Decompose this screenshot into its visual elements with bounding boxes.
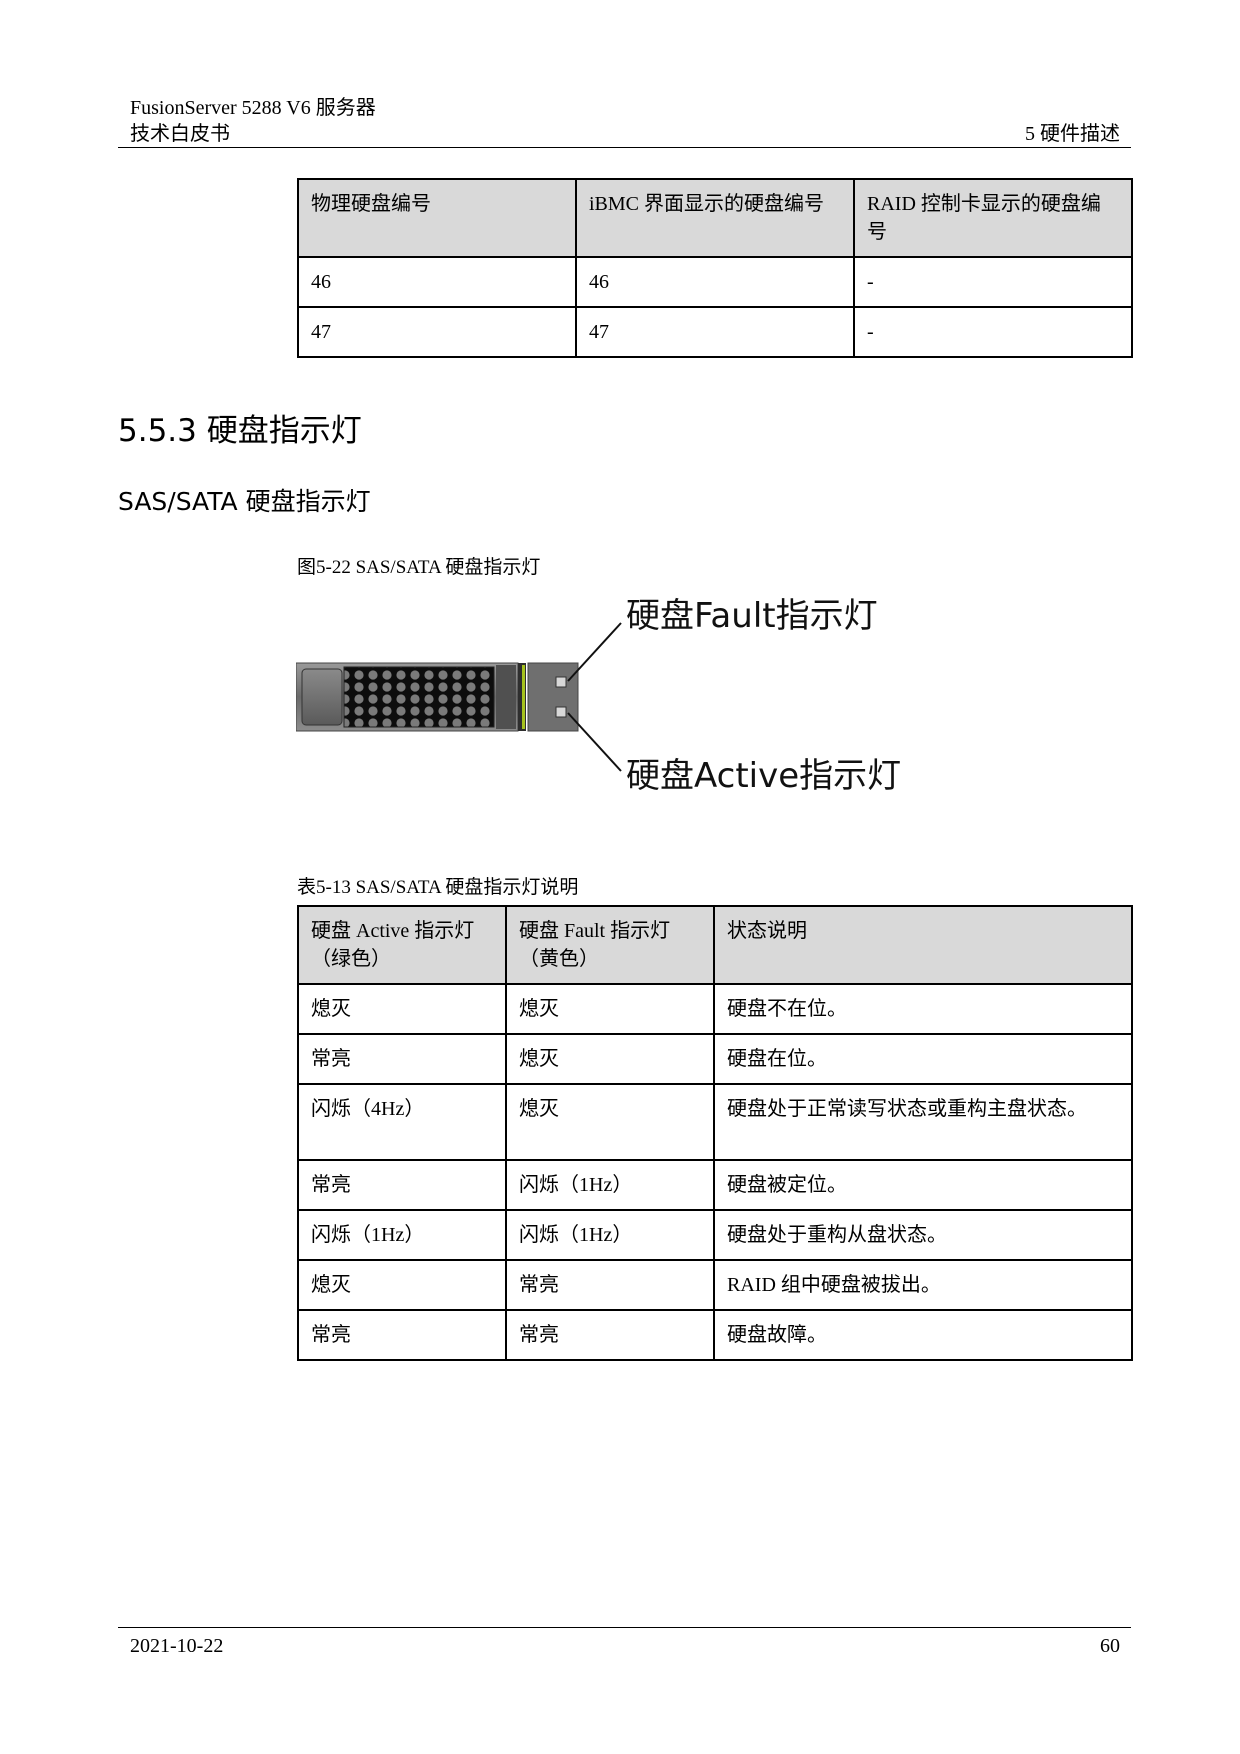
table-header-row: 硬盘 Active 指示灯（绿色） 硬盘 Fault 指示灯（黄色） 状态说明 <box>297 905 1133 985</box>
table-cell: 熄灭 <box>505 1033 715 1085</box>
table-cell: 47 <box>575 306 855 358</box>
table-header-row: 物理硬盘编号 iBMC 界面显示的硬盘编号 RAID 控制卡显示的硬盘编号 <box>297 178 1133 258</box>
fault-led <box>555 676 567 688</box>
led-panel <box>527 662 579 732</box>
fault-led-label: 硬盘Fault指示灯 <box>626 596 878 636</box>
table-cell: 硬盘不在位。 <box>713 983 1133 1035</box>
header-rule <box>118 147 1131 148</box>
table-header-cell: 物理硬盘编号 <box>297 178 577 258</box>
sas-sata-disk-figure <box>296 622 622 772</box>
table-cell: 熄灭 <box>505 983 715 1035</box>
table-cell: 46 <box>575 256 855 308</box>
header-product: FusionServer 5288 V6 服务器 <box>130 97 376 119</box>
section-title: 5.5.3 硬盘指示灯 <box>118 413 362 449</box>
led-status-table: 硬盘 Active 指示灯（绿色） 硬盘 Fault 指示灯（黄色） 状态说明 … <box>297 905 1133 1361</box>
disk-tray <box>296 662 526 732</box>
table-cell: 47 <box>297 306 577 358</box>
header-doc-type: 技术白皮书 <box>130 123 230 145</box>
footer-rule <box>118 1627 1131 1628</box>
table-caption: 表5-13 SAS/SATA 硬盘指示灯说明 <box>297 877 579 898</box>
active-led <box>555 706 567 718</box>
latch-indicator-strip <box>522 665 525 729</box>
figure-caption: 图5-22 SAS/SATA 硬盘指示灯 <box>297 557 541 578</box>
table-cell: 硬盘处于重构从盘状态。 <box>713 1209 1133 1261</box>
table-cell: 硬盘被定位。 <box>713 1159 1133 1211</box>
table-cell: RAID 组中硬盘被拔出。 <box>713 1259 1133 1311</box>
table-cell: 熄灭 <box>505 1083 715 1161</box>
page-number: 60 <box>1100 1635 1120 1657</box>
table-cell: 熄灭 <box>297 1259 507 1311</box>
table-row: 闪烁（1Hz） 闪烁（1Hz） 硬盘处于重构从盘状态。 <box>297 1209 1133 1261</box>
table-row: 常亮 熄灭 硬盘在位。 <box>297 1033 1133 1085</box>
table-cell: 闪烁（4Hz） <box>297 1083 507 1161</box>
fault-callout-line <box>567 622 622 682</box>
disk-number-table: 物理硬盘编号 iBMC 界面显示的硬盘编号 RAID 控制卡显示的硬盘编号 46… <box>297 178 1133 358</box>
table-row: 常亮 常亮 硬盘故障。 <box>297 1309 1133 1361</box>
table-cell: 常亮 <box>297 1159 507 1211</box>
table-row: 熄灭 常亮 RAID 组中硬盘被拔出。 <box>297 1259 1133 1311</box>
table-header-cell: 硬盘 Fault 指示灯（黄色） <box>505 905 715 985</box>
table-row: 46 46 - <box>297 256 1133 308</box>
table-cell: - <box>853 256 1133 308</box>
footer-date: 2021-10-22 <box>130 1635 224 1657</box>
active-led-label: 硬盘Active指示灯 <box>626 756 902 796</box>
table-cell: 熄灭 <box>297 983 507 1035</box>
table-cell: 46 <box>297 256 577 308</box>
table-cell: 常亮 <box>505 1309 715 1361</box>
table-header-cell: 状态说明 <box>713 905 1133 985</box>
table-row: 熄灭 熄灭 硬盘不在位。 <box>297 983 1133 1035</box>
table-cell: 硬盘处于正常读写状态或重构主盘状态。 <box>713 1083 1133 1161</box>
table-cell: 常亮 <box>297 1033 507 1085</box>
table-row: 常亮 闪烁（1Hz） 硬盘被定位。 <box>297 1159 1133 1211</box>
table-cell: - <box>853 306 1133 358</box>
table-cell: 闪烁（1Hz） <box>297 1209 507 1261</box>
table-header-cell: RAID 控制卡显示的硬盘编号 <box>853 178 1133 258</box>
section-subtitle: SAS/SATA 硬盘指示灯 <box>118 487 371 516</box>
table-row: 47 47 - <box>297 306 1133 358</box>
table-cell: 常亮 <box>505 1259 715 1311</box>
table-cell: 硬盘故障。 <box>713 1309 1133 1361</box>
table-row: 闪烁（4Hz） 熄灭 硬盘处于正常读写状态或重构主盘状态。 <box>297 1083 1133 1161</box>
active-callout-line <box>567 712 622 772</box>
table-cell: 闪烁（1Hz） <box>505 1159 715 1211</box>
table-cell: 硬盘在位。 <box>713 1033 1133 1085</box>
table-cell: 常亮 <box>297 1309 507 1361</box>
table-header-cell: iBMC 界面显示的硬盘编号 <box>575 178 855 258</box>
header-chapter: 5 硬件描述 <box>1025 123 1120 145</box>
table-cell: 闪烁（1Hz） <box>505 1209 715 1261</box>
table-header-cell: 硬盘 Active 指示灯（绿色） <box>297 905 507 985</box>
